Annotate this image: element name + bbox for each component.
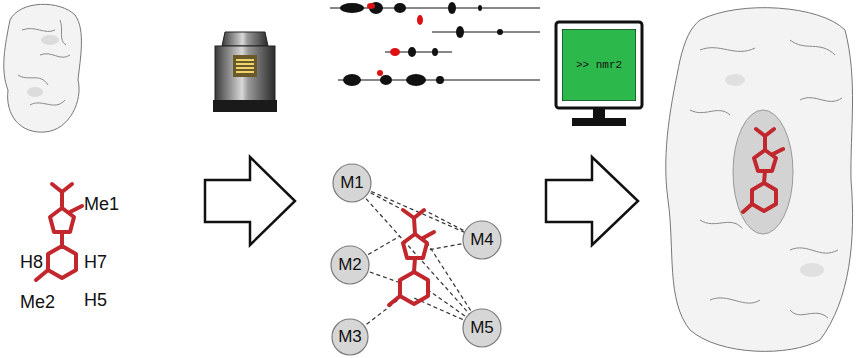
atom-label: Me1 [84,194,119,215]
monitor-screen: >> nmr2 [562,29,636,101]
atom-label: H5 [84,290,107,311]
restraint-line [350,183,482,337]
node-outline [463,309,501,347]
node-outline [463,221,501,259]
node-outline [332,319,368,355]
atom-label: Me2 [20,292,55,313]
protein-complex [666,8,853,352]
restraint-circle: M5 [462,308,502,348]
node-outline [562,29,636,101]
node-outline [331,246,369,284]
ligand-structure [389,210,434,305]
process-arrow [546,157,638,245]
nmr-magnet [213,32,277,112]
node-label: M5 [462,308,502,348]
restraint-circle: M3 [331,318,369,356]
ligand-structure [743,129,783,212]
node-label: M4 [462,220,502,260]
node-outline [333,164,371,202]
protein-surface [4,4,82,132]
atom-label: H7 [84,252,107,273]
computer-monitor [556,22,642,126]
node-label: M2 [330,245,370,285]
node-label: M1 [332,163,372,203]
screen-text: >> nmr2 [562,29,636,101]
atom-label: H8 [20,252,43,273]
process-arrow [205,157,295,245]
restraint-circle: M1 [332,163,372,203]
restraint-circle: M2 [330,245,370,285]
node-label: M3 [331,318,369,356]
restraint-circle: M4 [462,220,502,260]
nmr-spectrum [330,2,540,86]
